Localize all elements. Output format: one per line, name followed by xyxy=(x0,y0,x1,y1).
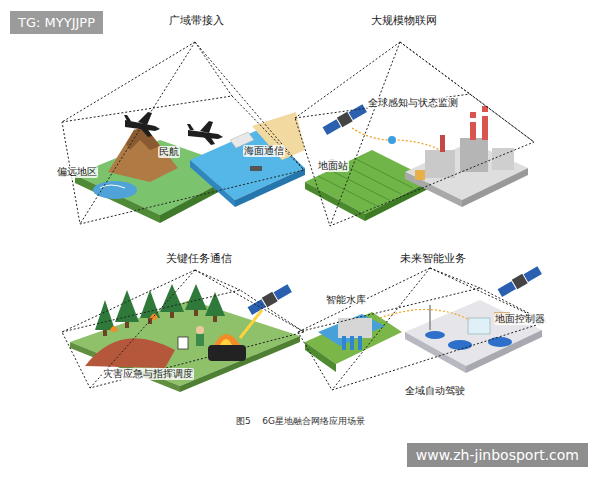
panel-heading: 大规模物联网 xyxy=(370,14,438,26)
panel-heading: 关键任务通信 xyxy=(165,252,233,264)
pyramid-edge xyxy=(298,268,430,332)
pyramid-base xyxy=(62,290,304,388)
pyramid-outline xyxy=(288,8,546,236)
pyramid-edge xyxy=(62,42,195,122)
scenario-panel: 关键任务通信灾害应急与指挥调度 xyxy=(48,248,312,396)
watermark: www.zh-jinbosport.com xyxy=(407,443,588,467)
pyramid-edge xyxy=(62,270,195,332)
panel-heading: 广域带接入 xyxy=(168,14,225,26)
scene-label: 全球感知与状态监测 xyxy=(367,97,459,109)
scene-label: 偏远地区 xyxy=(56,166,98,178)
scenario-panel: 广域带接入偏远地区 民航 海面通信 xyxy=(48,8,312,236)
pyramid-edge xyxy=(332,268,430,390)
pyramid-base xyxy=(295,94,534,226)
scene-label: 灾害应急与指挥调度 xyxy=(102,368,194,380)
pyramid-base xyxy=(298,288,546,390)
pyramid-outline xyxy=(288,248,554,402)
pyramid-edge xyxy=(400,42,534,142)
scene-label: 地面控制器 xyxy=(494,313,546,325)
pyramid-edge xyxy=(195,270,304,332)
pyramid-edge xyxy=(195,42,304,170)
scenario-panel: 未来智能业务智能水库地面控制器全域自动驾驶 xyxy=(288,248,554,402)
pyramid-edge xyxy=(330,42,400,226)
pyramid-outline xyxy=(48,8,312,236)
pyramid-edge xyxy=(80,42,195,224)
figure-caption: 图5 6G星地融合网络应用场景 xyxy=(236,415,365,428)
scene-label: 民航 xyxy=(158,146,180,158)
pyramid-edge xyxy=(90,270,195,388)
panel-heading: 未来智能业务 xyxy=(399,252,467,264)
pyramid-edge xyxy=(195,270,240,290)
scene-label: 全域自动驾驶 xyxy=(404,385,466,397)
pyramid-edge xyxy=(195,42,232,96)
scene-label: 地面站 xyxy=(317,160,349,172)
scenario-panel: 大规模物联网全球感知与状态监测地面站 xyxy=(288,8,546,236)
scene-label: 海面通信 xyxy=(243,145,285,157)
watermark: TG: MYYJJPP xyxy=(10,11,103,34)
scene-label: 智能水库 xyxy=(325,294,367,306)
pyramid-base xyxy=(62,96,304,224)
